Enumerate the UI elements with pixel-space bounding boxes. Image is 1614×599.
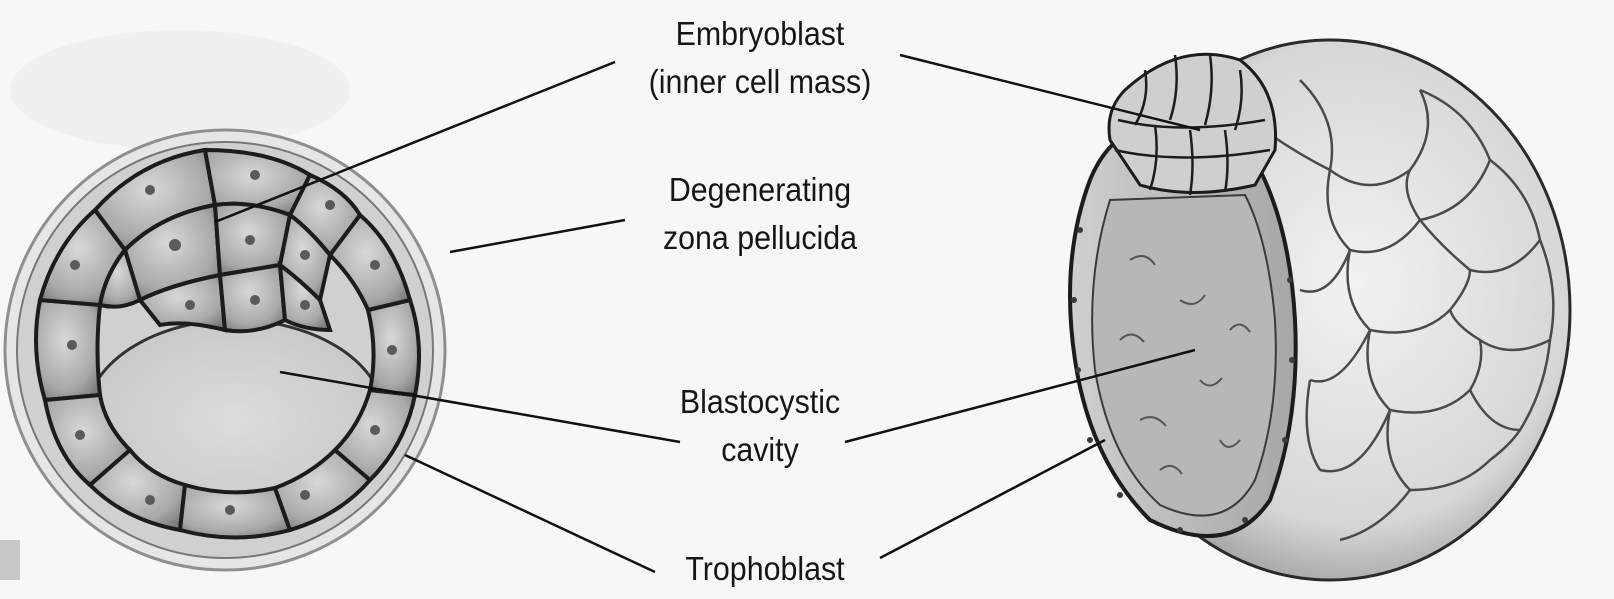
label-embryoblast-line2: (inner cell mass) [613, 58, 907, 106]
label-cavity-line2: cavity [631, 426, 889, 474]
label-zona-line2: zona pellucida [622, 214, 898, 262]
label-zona-line1: Degenerating [622, 166, 898, 214]
blastocyst-section [5, 130, 445, 570]
label-embryoblast-line1: Embryoblast [613, 10, 907, 58]
label-trophoblast: Trophoblast [650, 545, 880, 593]
label-embryoblast: Embryoblast (inner cell mass) [613, 10, 907, 106]
blastocyst-3d [1070, 40, 1570, 580]
label-trophoblast-line1: Trophoblast [650, 545, 880, 593]
label-cavity-line1: Blastocystic [631, 378, 889, 426]
label-zona: Degenerating zona pellucida [622, 166, 898, 262]
label-cavity: Blastocystic cavity [631, 378, 889, 474]
